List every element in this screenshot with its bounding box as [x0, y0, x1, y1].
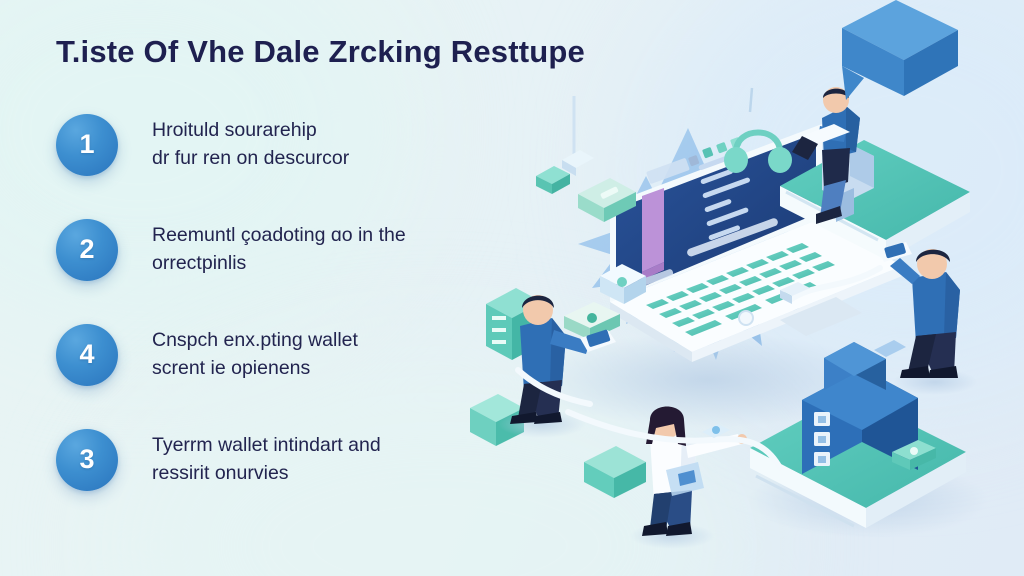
laptop-keyboard — [646, 243, 835, 336]
step-number-badge: 3 — [56, 429, 118, 491]
chat-bubble — [842, 0, 958, 100]
page-title: T.iste Of Vhe Dale Zrcking Resttupe — [56, 34, 585, 69]
step-text-line1: Reemuntl çoadoting ɑo in the — [152, 224, 406, 246]
list-item: 4 Cnspch enx.pting wallet scrent ie opie… — [56, 322, 516, 427]
connector-cables — [515, 265, 883, 471]
step-text: Cnspch enx.pting wallet scrent ie opiene… — [152, 322, 358, 383]
plant-icon — [536, 166, 570, 194]
step-text-line1: Cnspch enx.pting wallet — [152, 329, 358, 351]
person-on-book-platform — [780, 87, 970, 260]
cable-connectors — [702, 282, 810, 438]
step-text: Hroituld sourarehip dr fur ren on descur… — [152, 112, 349, 173]
step-number: 2 — [79, 234, 95, 264]
step-text-line1: Tyerrm wallet intindart and — [152, 434, 381, 456]
headphones-icon — [724, 87, 792, 173]
person-with-tablet-right — [878, 242, 960, 378]
step-number-badge: 1 — [56, 114, 118, 176]
step-number: 1 — [79, 129, 95, 159]
step-text-line2: ressirit onurvies — [152, 462, 289, 485]
screen-ui-content — [634, 137, 778, 288]
list-item: 1 Hroituld sourarehip dr fur ren on desc… — [56, 112, 516, 217]
steps-list: 1 Hroituld sourarehip dr fur ren on desc… — [56, 112, 516, 532]
step-text: Reemuntl çoadoting ɑo in the orrectpinli… — [152, 217, 406, 278]
laptop-shadow — [533, 332, 883, 428]
laptop-with-code-screen — [610, 124, 902, 362]
step-number: 4 — [79, 339, 95, 369]
step-text-line1: Hroituld sourarehip — [152, 119, 317, 141]
step-text: Tyerrm wallet intindart and ressirit onu… — [152, 427, 381, 488]
step-text-line2: orrectpinlis — [152, 252, 247, 275]
step-number-badge: 4 — [56, 324, 118, 386]
small-teal-box-icon — [578, 178, 636, 222]
step-number: 3 — [79, 444, 95, 474]
cash-stack-icons — [892, 440, 936, 470]
laptop-screen — [616, 133, 816, 298]
list-item: 3 Tyerrm wallet intindart and ressirit o… — [56, 427, 516, 532]
text-column: T.iste Of Vhe Dale Zrcking Resttupe 1 Hr… — [0, 0, 520, 576]
illustration-panel — [450, 0, 1024, 576]
step-text-line2: scrent ie opienens — [152, 357, 311, 380]
list-item: 2 Reemuntl çoadoting ɑo in the orrectpin… — [56, 217, 516, 322]
step-text-line2: dr fur ren on descurcor — [152, 147, 350, 170]
step-number-badge: 2 — [56, 219, 118, 281]
antenna-icon — [562, 96, 594, 176]
